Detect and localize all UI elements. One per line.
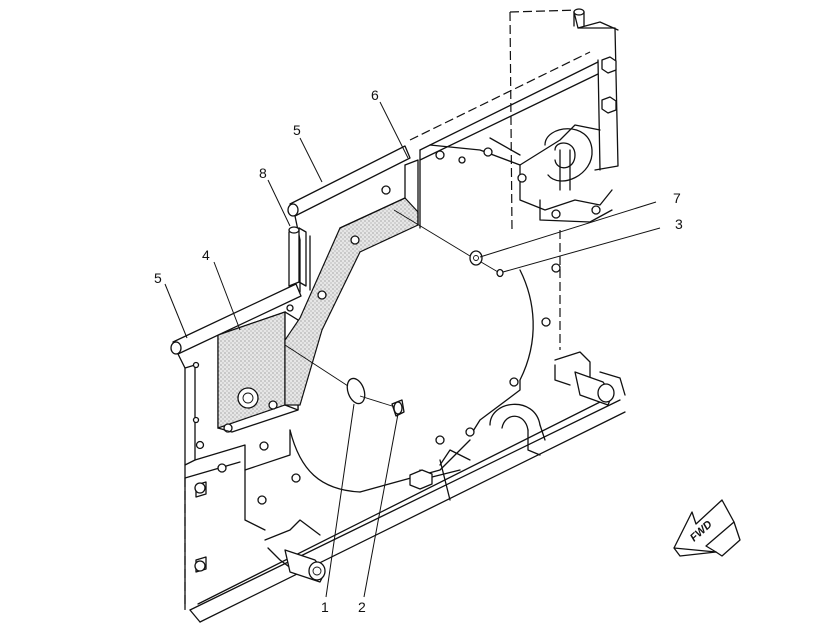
callout-8: 8	[259, 165, 267, 181]
callout-6: 6	[371, 87, 379, 103]
rail-strip-lower-5	[170, 283, 302, 369]
washer-1	[346, 377, 366, 405]
frame-structure	[184, 8, 626, 623]
callout-2: 2	[358, 599, 366, 615]
callout-5-upper: 5	[293, 122, 301, 138]
pin-3	[496, 268, 504, 278]
callout-3: 3	[675, 216, 683, 232]
alignment-lines	[284, 209, 499, 407]
callout-5-lower: 5	[154, 270, 162, 286]
callout-labels: 1 2 3 4 5 5 6 7 8	[154, 87, 683, 615]
callout-1: 1	[321, 599, 329, 615]
callout-7: 7	[673, 190, 681, 206]
leader-lines	[164, 101, 661, 598]
washer-7	[469, 250, 483, 266]
pin-2	[391, 399, 405, 417]
forward-arrow-icon: FWD	[673, 499, 741, 557]
seal-strip-6	[268, 159, 419, 410]
callout-4: 4	[202, 247, 210, 263]
rod-8	[288, 226, 307, 287]
